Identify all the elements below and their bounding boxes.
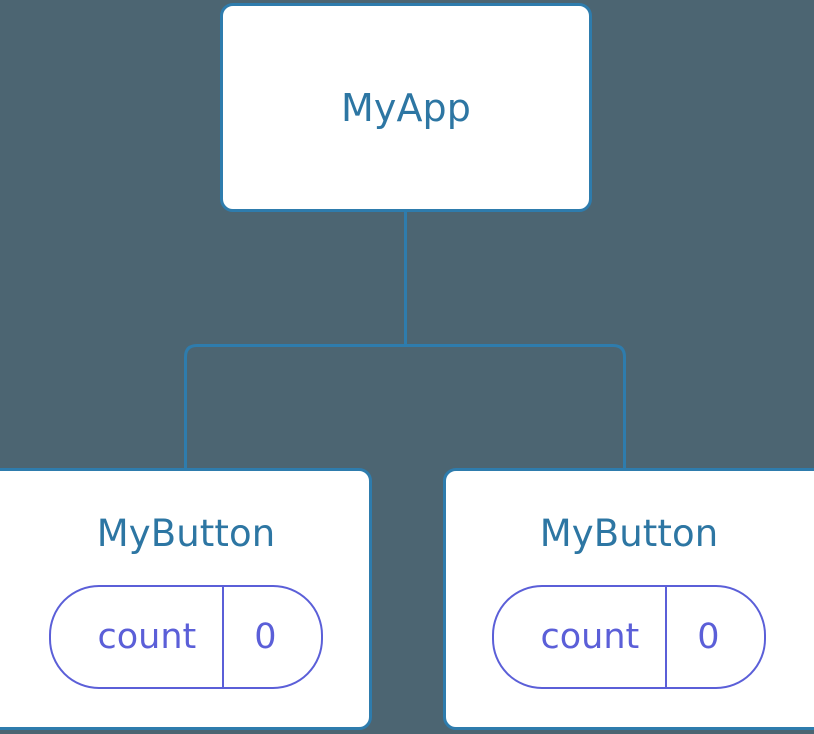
edge-branch-left <box>184 344 406 470</box>
node-title: MyButton <box>96 512 276 555</box>
state-badge[interactable]: count 0 <box>49 585 323 689</box>
tree-node-mybutton-2[interactable]: MyButton count 0 <box>443 468 814 730</box>
state-badge[interactable]: count 0 <box>492 585 766 689</box>
edge-branch-right <box>405 344 626 470</box>
node-title: MyButton <box>539 512 719 555</box>
node-title: MyApp <box>340 85 471 130</box>
tree-node-mybutton-1[interactable]: MyButton count 0 <box>0 468 372 730</box>
state-key-label: count <box>97 616 197 657</box>
tree-node-myapp[interactable]: MyApp <box>220 3 592 212</box>
state-key-label: count <box>540 616 640 657</box>
state-value-label: 0 <box>665 587 763 687</box>
state-value-label: 0 <box>222 587 320 687</box>
